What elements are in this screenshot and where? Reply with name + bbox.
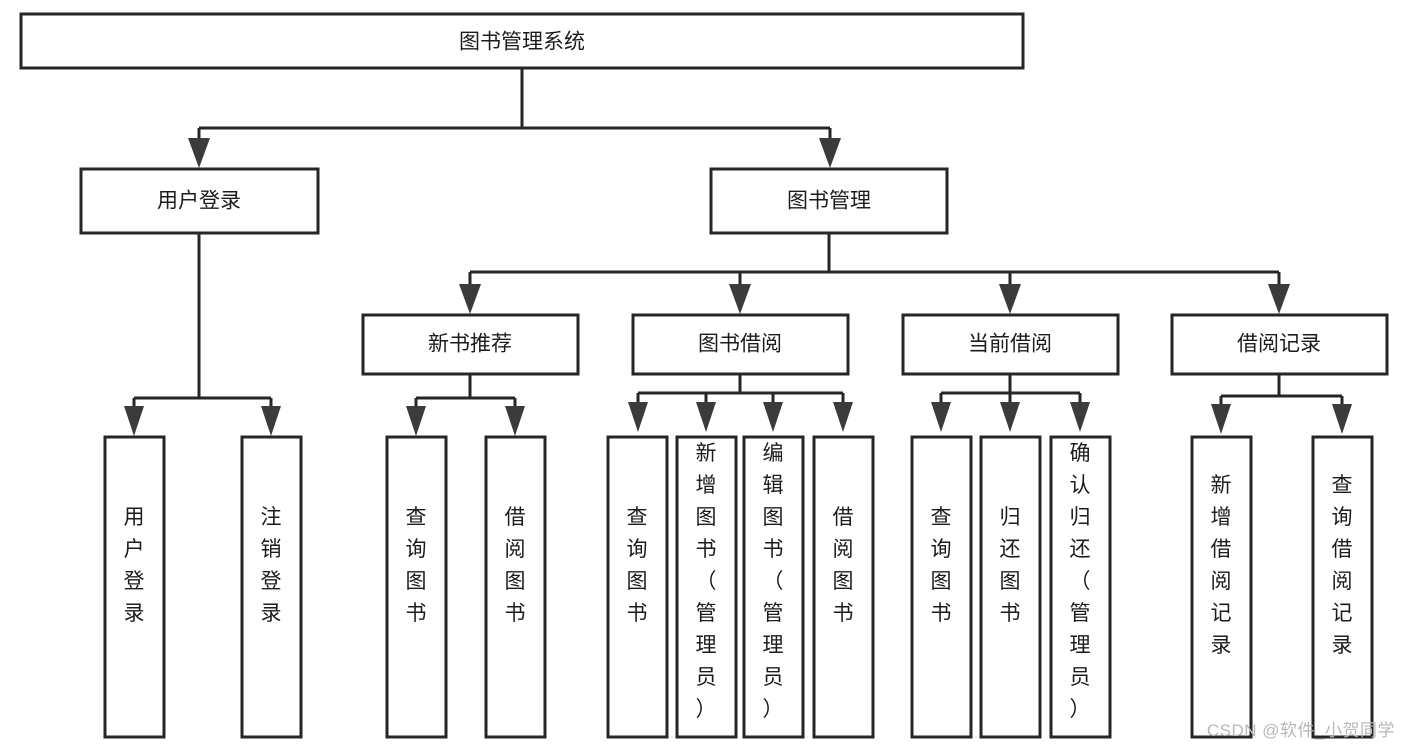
arrow-head-icon bbox=[505, 406, 525, 436]
leaf-borrow-book-2[interactable]: 借阅图书 bbox=[812, 435, 875, 739]
leaf-user-login-label: 用户登录 bbox=[124, 506, 145, 625]
node-borrow-record[interactable]: 借阅记录 bbox=[1170, 313, 1389, 376]
arrow-head-icon bbox=[931, 402, 951, 432]
leaf-user-login[interactable]: 用户登录 bbox=[103, 435, 166, 739]
arrow-head-icon bbox=[1332, 404, 1352, 434]
leaf-confirm-return-label: 确认归还（管理员） bbox=[1070, 442, 1091, 721]
leaf-query-record[interactable]: 查询借阅记录 bbox=[1311, 435, 1374, 739]
leaf-edit-book-rect[interactable] bbox=[742, 435, 805, 739]
leaf-return-book-label: 归还图书 bbox=[1000, 506, 1021, 625]
node-current-borrow[interactable]: 当前借阅 bbox=[901, 313, 1120, 376]
leaf-query-book-2-rect[interactable] bbox=[606, 435, 669, 739]
arrow-head-icon bbox=[1268, 284, 1290, 314]
arrow-head-icon bbox=[124, 406, 144, 436]
leaf-add-book-label: 新增图书（管理员） bbox=[696, 442, 717, 721]
leaf-return-book[interactable]: 归还图书 bbox=[979, 435, 1042, 739]
node-borrow-record-label: 借阅记录 bbox=[1237, 333, 1321, 356]
csdn-watermark: CSDN @软件_小贺同学 bbox=[1206, 721, 1395, 740]
leaf-user-logout-rect[interactable] bbox=[240, 435, 303, 739]
arrow-head-icon bbox=[1070, 402, 1090, 432]
node-root[interactable]: 图书管理系统 bbox=[19, 12, 1025, 70]
leaf-query-book-1-label: 查询图书 bbox=[406, 506, 427, 625]
node-book-management-rect[interactable] bbox=[709, 167, 949, 235]
arrow-head-icon bbox=[696, 402, 716, 432]
arrow-head-icon bbox=[188, 138, 210, 168]
node-user-login-label: 用户登录 bbox=[157, 190, 241, 213]
node-new-book-recommend[interactable]: 新书推荐 bbox=[361, 313, 580, 376]
arrow-head-icon bbox=[819, 138, 841, 168]
leaf-borrow-book-1-label: 借阅图书 bbox=[505, 506, 526, 625]
arrow-head-icon bbox=[833, 402, 853, 432]
node-new-book-recommend-rect[interactable] bbox=[361, 313, 580, 376]
leaf-edit-book-label: 编辑图书（管理员） bbox=[763, 442, 784, 721]
connector-new-book-recommend-to-leaves bbox=[406, 374, 525, 436]
node-root-rect[interactable] bbox=[19, 12, 1025, 70]
leaf-query-book-1-rect[interactable] bbox=[385, 435, 448, 739]
leaf-add-book-rect[interactable] bbox=[675, 435, 738, 739]
leaf-borrow-book-2-label: 借阅图书 bbox=[833, 506, 854, 625]
node-current-borrow-label: 当前借阅 bbox=[968, 333, 1052, 356]
arrow-head-icon bbox=[729, 284, 751, 314]
node-root-label: 图书管理系统 bbox=[459, 31, 585, 54]
leaf-confirm-return-rect[interactable] bbox=[1049, 435, 1112, 739]
leaf-user-logout-label: 注销登录 bbox=[261, 506, 282, 625]
arrow-head-icon bbox=[628, 402, 648, 432]
leaf-query-book-3[interactable]: 查询图书 bbox=[910, 435, 973, 739]
node-book-management-label: 图书管理 bbox=[787, 190, 871, 213]
node-current-borrow-rect[interactable] bbox=[901, 313, 1120, 376]
leaf-add-book[interactable]: 新增图书（管理员） bbox=[675, 435, 738, 739]
leaf-query-book-3-rect[interactable] bbox=[910, 435, 973, 739]
connector-book-management-to-level3 bbox=[459, 233, 1290, 314]
arrow-head-icon bbox=[1211, 404, 1231, 434]
leaf-query-book-1[interactable]: 查询图书 bbox=[385, 435, 448, 739]
node-borrow-record-rect[interactable] bbox=[1170, 313, 1389, 376]
connector-user-login-to-leaves bbox=[124, 233, 281, 436]
leaf-add-record-label: 新增借阅记录 bbox=[1211, 474, 1232, 657]
leaf-edit-book[interactable]: 编辑图书（管理员） bbox=[742, 435, 805, 739]
leaf-borrow-book-1-rect[interactable] bbox=[484, 435, 547, 739]
leaf-query-record-label: 查询借阅记录 bbox=[1332, 474, 1353, 657]
leaf-borrow-book-1[interactable]: 借阅图书 bbox=[484, 435, 547, 739]
leaf-add-record[interactable]: 新增借阅记录 bbox=[1190, 435, 1253, 739]
node-book-borrow[interactable]: 图书借阅 bbox=[631, 313, 850, 376]
node-book-borrow-rect[interactable] bbox=[631, 313, 850, 376]
node-book-borrow-label: 图书借阅 bbox=[698, 333, 782, 356]
leaf-query-book-2[interactable]: 查询图书 bbox=[606, 435, 669, 739]
leaf-confirm-return[interactable]: 确认归还（管理员） bbox=[1049, 435, 1112, 739]
arrow-head-icon bbox=[406, 406, 426, 436]
leaf-user-login-rect[interactable] bbox=[103, 435, 166, 739]
connector-current-borrow-to-leaves bbox=[931, 374, 1090, 432]
leaf-add-record-rect[interactable] bbox=[1190, 435, 1253, 739]
leaf-return-book-rect[interactable] bbox=[979, 435, 1042, 739]
leaf-query-book-2-label: 查询图书 bbox=[627, 506, 648, 625]
arrow-head-icon bbox=[999, 284, 1021, 314]
arrow-head-icon bbox=[763, 402, 783, 432]
node-new-book-recommend-label: 新书推荐 bbox=[428, 333, 512, 356]
connector-book-borrow-to-leaves bbox=[628, 374, 853, 432]
connector-borrow-record-to-leaves bbox=[1211, 374, 1352, 434]
leaf-query-record-rect[interactable] bbox=[1311, 435, 1374, 739]
arrow-head-icon bbox=[459, 284, 481, 314]
arrow-head-icon bbox=[261, 406, 281, 436]
leaf-user-logout[interactable]: 注销登录 bbox=[240, 435, 303, 739]
leaf-query-book-3-label: 查询图书 bbox=[931, 506, 952, 625]
node-book-management[interactable]: 图书管理 bbox=[709, 167, 949, 235]
connector-root-to-level2 bbox=[188, 68, 841, 168]
node-user-login[interactable]: 用户登录 bbox=[79, 167, 320, 235]
arrow-head-icon bbox=[1000, 402, 1020, 432]
leaf-borrow-book-2-rect[interactable] bbox=[812, 435, 875, 739]
